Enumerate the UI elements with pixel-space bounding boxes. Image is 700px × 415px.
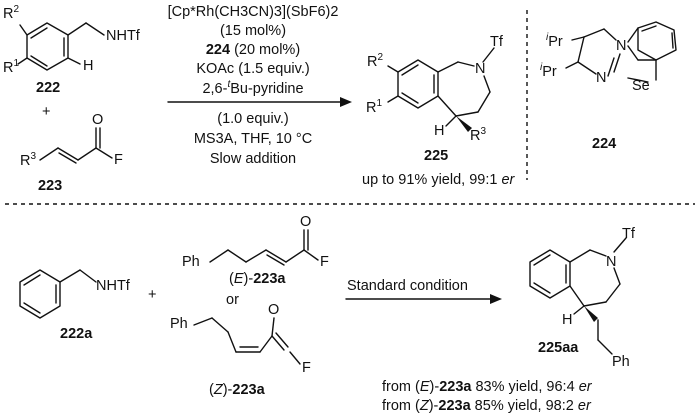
product-h: H (434, 123, 444, 139)
catalyst-label-224: 224 (592, 136, 616, 152)
e-223a-ph: Ph (182, 254, 200, 270)
z-223a-structure (193, 317, 301, 365)
plus-sign-top: + (42, 104, 50, 120)
catalyst-n1: N (616, 38, 626, 54)
product-r1: R1 (366, 98, 382, 116)
product-225aa-structure (529, 237, 627, 355)
substrate-r1: R1 (3, 58, 19, 76)
z-223a-oxygen: O (268, 302, 279, 318)
condition-solvent-temp: MS3A, THF, 10 °C (194, 131, 312, 147)
condition-additive: 2,6-tBu-pyridine (202, 79, 303, 97)
catalyst-se: Se (632, 78, 650, 94)
standard-condition-label: Standard condition (347, 278, 468, 294)
condition-ligand: 224 (20 mol%) (206, 42, 300, 58)
e-223a-label: (E)-223a (229, 271, 286, 287)
substrate-h: H (83, 58, 93, 74)
e-223a-fluorine: F (320, 254, 329, 270)
catalyst-ipr-1: iPr (546, 32, 563, 50)
conditions-text: [Cp*Rh(CH3CN)3](SbF6)2 (15 mol%) 224 (20… (168, 4, 339, 167)
substrate-label-222a: 222a (60, 326, 93, 342)
product-225aa-h: H (562, 312, 572, 328)
product-nitrogen: N (475, 61, 485, 77)
product-r3: R3 (470, 126, 486, 144)
z-223a-ph: Ph (170, 316, 188, 332)
acyl-oxygen: O (92, 112, 103, 128)
e-223a-structure (209, 229, 319, 266)
product-tf: Tf (490, 34, 504, 50)
substrate-r2: R2 (3, 4, 19, 22)
acyl-fluoride-223-structure (39, 127, 113, 164)
product-225aa-tf: Tf (622, 226, 636, 242)
condition-base: KOAc (1.5 equiv.) (196, 61, 309, 77)
product-225-structure (387, 47, 495, 132)
condition-additive-equiv: (1.0 equiv.) (217, 111, 288, 127)
substrate-222a-structure (19, 269, 97, 319)
acyl-label-223: 223 (38, 178, 62, 194)
reaction-arrow-top (167, 97, 352, 107)
z-223a-fluorine: F (302, 360, 311, 376)
result-line-e: from (E)-223a 83% yield, 96:4 er (382, 379, 593, 395)
substrate-label-222: 222 (36, 80, 60, 96)
or-text: or (226, 292, 239, 308)
catalyst-n2: N (596, 70, 606, 86)
product-225aa-ph: Ph (612, 354, 630, 370)
reaction-arrow-bottom (345, 294, 502, 304)
condition-catalyst: [Cp*Rh(CH3CN)3](SbF6)2 (168, 4, 339, 20)
substrate-222-structure (17, 22, 105, 71)
acyl-r3: R3 (20, 151, 36, 169)
condition-slow-addition: Slow addition (210, 151, 296, 167)
e-223a-oxygen: O (300, 214, 311, 230)
condition-catalyst-loading: (15 mol%) (220, 23, 286, 39)
product-label-225aa: 225aa (538, 340, 579, 356)
product-r2: R2 (367, 52, 383, 70)
catalyst-224-structure (565, 21, 677, 83)
product-yield: up to 91% yield, 99:1 er (362, 172, 516, 188)
product-225aa-nitrogen: N (606, 254, 616, 270)
substrate-nhtf: NHTf (106, 28, 141, 44)
product-label-225: 225 (424, 148, 448, 164)
result-line-z: from (Z)-223a 85% yield, 98:2 er (382, 398, 592, 414)
acyl-fluorine: F (114, 152, 123, 168)
catalyst-ipr-2: iPr (540, 62, 557, 80)
substrate-222a-nhtf: NHTf (96, 278, 131, 294)
z-223a-label: (Z)-223a (209, 382, 266, 398)
plus-sign-bottom: + (148, 287, 156, 303)
